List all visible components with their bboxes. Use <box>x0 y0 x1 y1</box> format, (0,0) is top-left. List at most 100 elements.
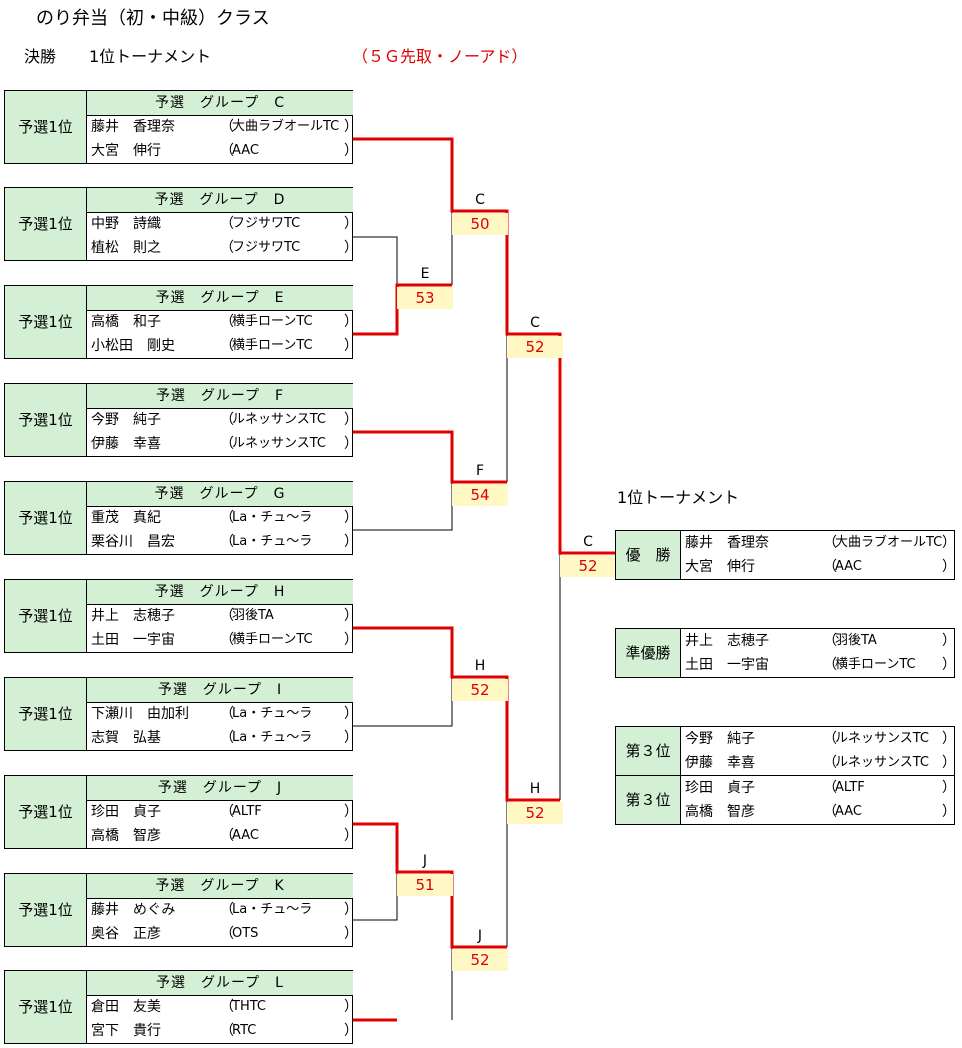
match-score: 52 <box>452 679 508 701</box>
player-name: 藤井 香理奈 <box>685 535 769 551</box>
match-score: 54 <box>452 484 508 506</box>
group-label: 予選 グループ K <box>86 874 353 899</box>
player-name: 宮下 貴行 <box>91 1023 161 1039</box>
match-score: 50 <box>452 213 508 235</box>
rank-label: 第３位 <box>616 727 681 776</box>
qualifier-label: 予選1位 <box>5 874 86 946</box>
rank-label: 優 勝 <box>616 531 681 579</box>
group-j: 予選 グループ J 予選1位 珍田 貞子（ALTF） 高橋 智彦（AAC） <box>4 775 358 849</box>
group-l: 予選 グループ L 予選1位 倉田 友美（THTC） 宮下 貴行（RTC） <box>4 970 358 1044</box>
player-name: 植松 則之 <box>91 240 161 256</box>
stage-label: 決勝 <box>24 47 57 66</box>
match-score: 52 <box>507 336 563 358</box>
page-title: のり弁当（初・中級）クラス <box>36 8 270 29</box>
player-name: 藤井 めぐみ <box>91 902 176 918</box>
match-score: 51 <box>397 874 453 896</box>
player-name: 小松田 剛史 <box>91 338 175 354</box>
group-label: 予選 グループ F <box>86 384 353 409</box>
match-score: 53 <box>397 287 453 309</box>
match-winner-label: H <box>474 658 486 674</box>
group-d: 予選 グループ D 予選1位 中野 詩織（フジサワTC） 植松 則之（フジサワT… <box>4 187 358 261</box>
group-g: 予選 グループ G 予選1位 重茂 真紀（La・チュ～ラ） 栗谷川 昌宏（La・… <box>4 481 358 555</box>
player-club: La・チュ～ラ <box>232 510 313 525</box>
player-club: ルネッサンスTC <box>232 412 326 427</box>
player-name: 珍田 貞子 <box>91 804 161 820</box>
player-name: 大宮 伸行 <box>685 559 755 575</box>
match-winner-label: F <box>475 463 485 479</box>
player-club: 羽後TA <box>232 608 274 623</box>
result-third-place: 第３位 第３位 今野 純子（ルネッサンスTC） 伊藤 幸喜（ルネッサンスTC） … <box>615 726 956 825</box>
qualifier-label: 予選1位 <box>5 482 86 554</box>
group-h: 予選 グループ H 予選1位 井上 志穂子（羽後TA） 土田 一宇宙（横手ローン… <box>4 579 358 653</box>
player-club: OTS <box>232 926 259 941</box>
qualifier-label: 予選1位 <box>5 580 86 652</box>
match-winner-label: J <box>477 928 483 944</box>
player-club: 大曲ラブオールTC <box>835 535 943 550</box>
player-club: 横手ローンTC <box>232 338 313 353</box>
player-name: 藤井 香理奈 <box>91 119 175 135</box>
group-c: 予選 グループ C 予選1位 藤井 香理奈（大曲ラブオールTC） 大宮 伸行（A… <box>4 90 358 164</box>
player-club: 横手ローンTC <box>232 314 313 329</box>
player-name: 井上 志穂子 <box>685 633 769 649</box>
player-name: 重茂 真紀 <box>91 510 161 526</box>
player-club: ルネッサンスTC <box>835 731 929 746</box>
final-winner-label: C <box>583 534 593 550</box>
player-name: 大宮 伸行 <box>91 143 161 159</box>
group-label: 予選 グループ D <box>86 188 353 213</box>
player-club: AAC <box>232 143 259 158</box>
group-label: 予選 グループ G <box>86 482 353 507</box>
player-name: 高橋 和子 <box>91 314 161 330</box>
player-name: 高橋 智彦 <box>685 804 755 820</box>
match-score: 52 <box>452 949 508 971</box>
qualifier-label: 予選1位 <box>5 678 86 750</box>
player-club: 大曲ラブオールTC <box>232 119 340 134</box>
group-i: 予選 グループ I 予選1位 下瀬川 由加利（La・チュ～ラ） 志賀 弘基（La… <box>4 677 358 751</box>
player-club: La・チュ～ラ <box>232 730 313 745</box>
rank-label: 第３位 <box>616 776 681 824</box>
player-name: 今野 純子 <box>91 412 161 428</box>
player-name: 伊藤 幸喜 <box>685 755 755 771</box>
player-club: 横手ローンTC <box>232 632 313 647</box>
tournament-label: 1位トーナメント <box>89 47 212 66</box>
qualifier-label: 予選1位 <box>5 776 86 848</box>
group-k: 予選 グループ K 予選1位 藤井 めぐみ（La・チュ～ラ） 奥谷 正彦（OTS… <box>4 873 358 947</box>
player-name: 今野 純子 <box>685 731 755 747</box>
player-club: フジサワTC <box>232 216 301 231</box>
player-name: 高橋 智彦 <box>91 828 161 844</box>
player-name: 倉田 友美 <box>91 999 161 1015</box>
player-club: AAC <box>232 828 259 843</box>
rank-label: 準優勝 <box>616 629 681 677</box>
player-club: AAC <box>835 804 862 819</box>
group-label: 予選 グループ C <box>86 91 353 116</box>
player-club: ルネッサンスTC <box>232 436 326 451</box>
qualifier-label: 予選1位 <box>5 286 86 358</box>
player-name: 中野 詩織 <box>91 216 161 232</box>
player-club: ALTF <box>835 780 865 795</box>
match-winner-label: H <box>529 781 541 797</box>
player-club: THTC <box>232 999 266 1014</box>
player-name: 珍田 貞子 <box>685 780 755 796</box>
player-club: RTC <box>232 1023 257 1038</box>
player-club: La・チュ～ラ <box>232 902 313 917</box>
player-name: 下瀬川 由加利 <box>91 706 189 722</box>
match-winner-label: C <box>530 315 540 331</box>
player-name: 伊藤 幸喜 <box>91 436 161 452</box>
group-e: 予選 グループ E 予選1位 高橋 和子（横手ローンTC） 小松田 剛史（横手ロ… <box>4 285 358 359</box>
final-score: 52 <box>560 555 616 577</box>
match-rule: （５Ｇ先取・ノーアド） <box>352 47 528 66</box>
player-club: 羽後TA <box>835 633 877 648</box>
player-club: La・チュ～ラ <box>232 706 313 721</box>
player-club: ルネッサンスTC <box>835 755 929 770</box>
player-club: 横手ローンTC <box>835 657 916 672</box>
qualifier-label: 予選1位 <box>5 188 86 260</box>
player-club: La・チュ～ラ <box>232 534 313 549</box>
match-winner-label: E <box>420 266 430 282</box>
match-score: 52 <box>507 802 563 824</box>
qualifier-label: 予選1位 <box>5 384 86 456</box>
group-label: 予選 グループ H <box>86 580 353 605</box>
player-club: ALTF <box>232 804 262 819</box>
group-label: 予選 グループ J <box>86 776 353 801</box>
player-name: 土田 一宇宙 <box>685 657 769 673</box>
player-name: 井上 志穂子 <box>91 608 175 624</box>
qualifier-label: 予選1位 <box>5 91 86 163</box>
